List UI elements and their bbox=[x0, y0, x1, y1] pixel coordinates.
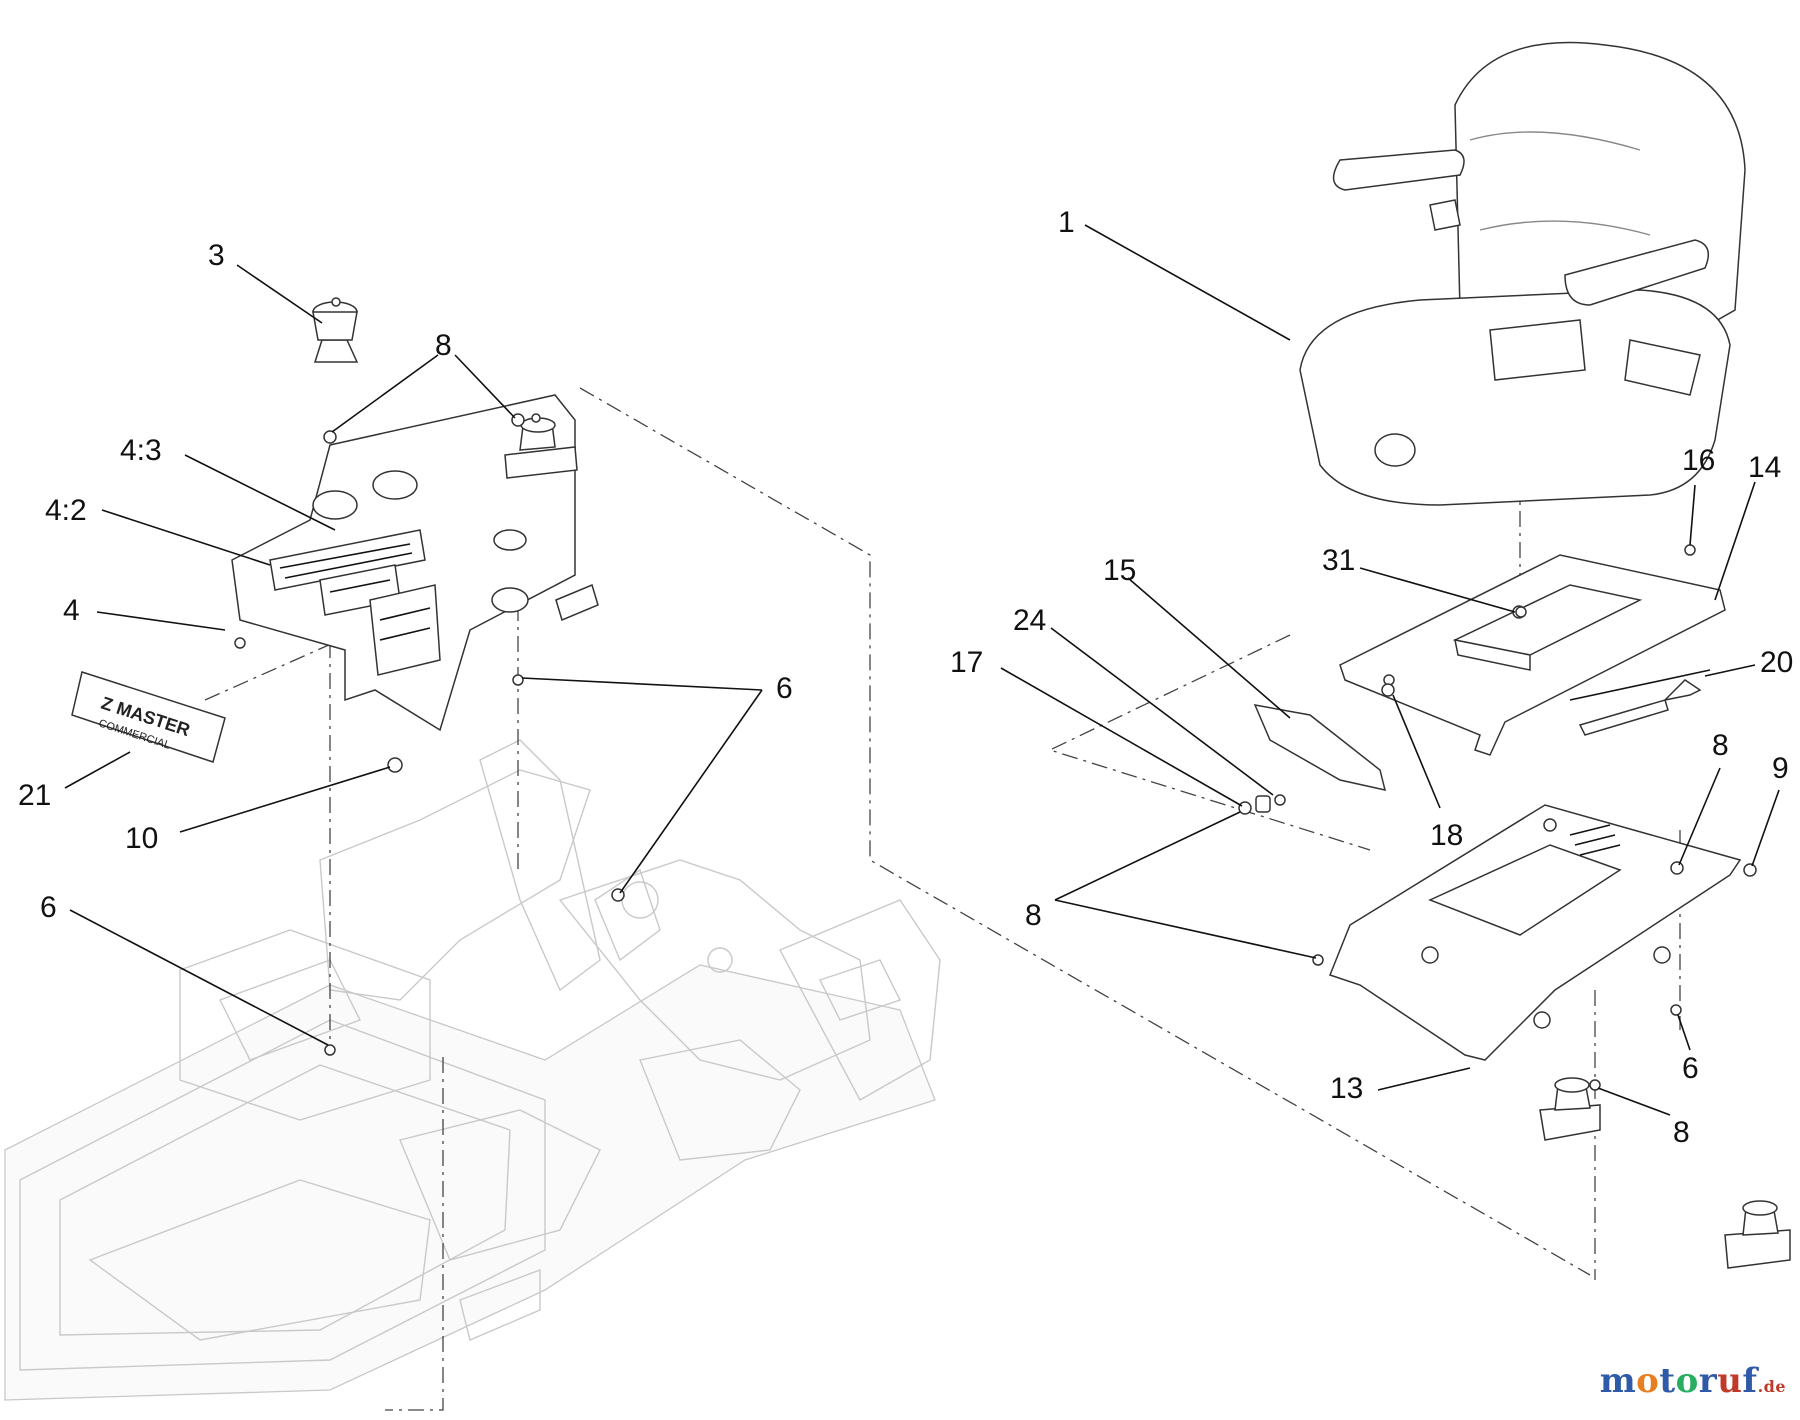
control-panel bbox=[231, 394, 599, 732]
hardware-17-24 bbox=[1238, 794, 1286, 815]
callout-labels: 1 3 8 4:3 4:2 4 21 10 6 6 16 14 31 15 24… bbox=[18, 206, 1793, 1149]
callout-16: 16 bbox=[1682, 444, 1715, 477]
callout-18: 18 bbox=[1430, 819, 1463, 852]
seat-mount-plate bbox=[1329, 804, 1742, 1061]
isolator-mount-right-mid bbox=[1539, 1077, 1601, 1141]
logo-letter: m bbox=[1599, 1361, 1637, 1401]
callout-8-top: 8 bbox=[435, 329, 452, 362]
callout-14: 14 bbox=[1748, 451, 1781, 484]
callout-3: 3 bbox=[208, 239, 225, 272]
logo-suffix: .de bbox=[1757, 1377, 1786, 1396]
callout-13: 13 bbox=[1330, 1072, 1363, 1105]
isolator-mount-3 bbox=[312, 297, 359, 363]
leader-lines bbox=[64, 224, 1780, 1116]
callout-20: 20 bbox=[1760, 646, 1793, 679]
fasteners bbox=[323, 413, 1757, 1091]
callout-1: 1 bbox=[1058, 206, 1075, 239]
callout-8-mid-right: 8 bbox=[1712, 729, 1729, 762]
callout-8-bottom-right: 8 bbox=[1673, 1116, 1690, 1149]
callout-21: 21 bbox=[18, 779, 51, 812]
callout-15: 15 bbox=[1103, 554, 1136, 587]
callout-8-left-group: 8 bbox=[1025, 899, 1042, 932]
callout-4-3: 4:3 bbox=[120, 434, 162, 467]
seat bbox=[1299, 41, 1746, 506]
callout-24: 24 bbox=[1013, 604, 1046, 637]
motoruf-logo: motoruf.de bbox=[1600, 1361, 1786, 1401]
logo-letter: t bbox=[1659, 1361, 1676, 1401]
isolator-mount-left-top bbox=[504, 413, 578, 479]
callout-6-top: 6 bbox=[776, 672, 793, 705]
logo-letter: o bbox=[1636, 1361, 1660, 1401]
bracket-15 bbox=[1253, 704, 1387, 791]
logo-letter: u bbox=[1717, 1361, 1743, 1401]
callout-17: 17 bbox=[950, 646, 983, 679]
seat-base bbox=[1339, 554, 1726, 756]
chassis-frame bbox=[4, 739, 941, 1401]
callout-6-left: 6 bbox=[40, 891, 57, 924]
callout-4-2: 4:2 bbox=[45, 494, 87, 527]
callout-4: 4 bbox=[63, 594, 80, 627]
z-master-decal: Z MASTER COMMERCIAL bbox=[71, 671, 226, 763]
callout-31: 31 bbox=[1322, 544, 1355, 577]
logo-letter: o bbox=[1675, 1361, 1699, 1401]
callout-6-right: 6 bbox=[1682, 1052, 1699, 1085]
rod-20 bbox=[1578, 679, 1702, 736]
logo-letter: r bbox=[1698, 1361, 1718, 1401]
callout-10: 10 bbox=[125, 822, 158, 855]
isolator-mount-right-bottom bbox=[1724, 1200, 1791, 1269]
callout-9: 9 bbox=[1772, 752, 1789, 785]
logo-letter: f bbox=[1742, 1361, 1758, 1401]
